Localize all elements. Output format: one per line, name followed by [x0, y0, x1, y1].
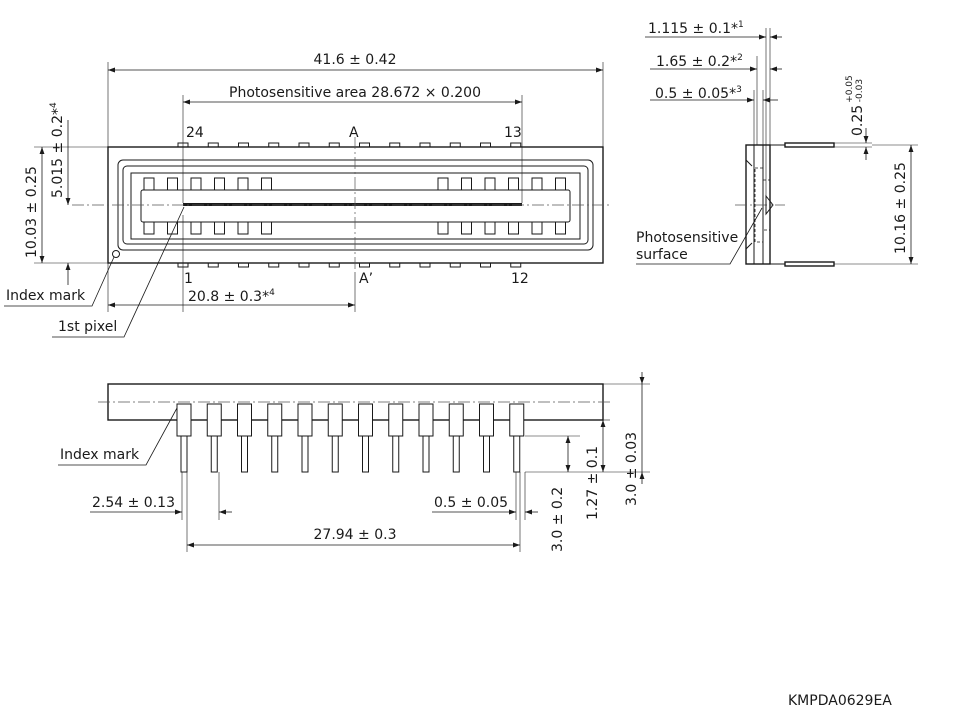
photosensitive-area-label: Photosensitive area 28.672 × 0.200: [229, 85, 481, 101]
bond-pad: [237, 177, 249, 191]
front-lead-shoulder: [237, 403, 252, 437]
bond-pad: [143, 221, 155, 235]
front-lead-pin: [241, 435, 248, 473]
front-lead-shoulder: [176, 403, 192, 437]
front-lead-pin: [271, 435, 279, 473]
bond-pad: [167, 177, 178, 191]
front-lead-pin: [331, 435, 339, 473]
overall-length-label: 41.6 ± 0.42: [314, 52, 397, 68]
bond-pad: [167, 221, 178, 235]
bond-pads: [143, 177, 566, 235]
index-mark-top-label: Index mark: [6, 288, 86, 304]
bond-pad: [484, 221, 496, 235]
bond-pad: [237, 221, 249, 235]
bond-pad: [508, 221, 519, 235]
bond-pad: [437, 221, 449, 235]
body-thickness-label: 3.0 ± 0.03: [624, 432, 640, 506]
pin-24-label: 24: [186, 125, 204, 141]
bond-pad: [555, 221, 566, 235]
top-lead: [784, 142, 835, 148]
bond-pad: [461, 177, 472, 191]
front-lead-shoulder: [448, 403, 464, 437]
front-lead-pin: [392, 435, 400, 473]
front-lead-shoulder: [267, 403, 283, 437]
pin-12-label: 12: [511, 271, 529, 287]
front-lead-pin: [513, 435, 521, 473]
front-lead-shoulder: [509, 403, 525, 437]
front-lead-pin: [210, 435, 218, 473]
chip-window: [130, 172, 581, 240]
front-lead-shoulder: [388, 403, 404, 437]
photosensitive-surface-label-1: Photosensitive: [636, 230, 738, 246]
first-pixel-label: 1st pixel: [58, 319, 117, 335]
bond-pad: [261, 221, 272, 235]
height-5015-label: 5.015 ± 0.2*4: [49, 102, 66, 198]
bond-pad: [214, 177, 225, 191]
front-view: 2.54 ± 0.13 0.5 ± 0.05 27.94 ± 0.3 3.0 ±…: [58, 372, 650, 552]
front-lead-pin: [362, 435, 369, 473]
index-mark-bottom-label: Index mark: [60, 447, 140, 463]
bond-pad: [508, 177, 519, 191]
side-05-label: 0.5 ± 0.05*3: [655, 85, 742, 102]
drawing-code: KMPDA0629EA: [788, 693, 892, 709]
front-lead-shoulder: [479, 403, 494, 437]
pin-span-label: 27.94 ± 0.3: [314, 527, 397, 543]
chip-die: [140, 189, 571, 223]
bottom-lead: [784, 261, 835, 267]
pin-pitch-label: 2.54 ± 0.13: [92, 495, 175, 511]
side-1115-label: 1.115 ± 0.1*1: [648, 20, 744, 37]
front-lead-pin: [180, 435, 188, 473]
bond-pad: [143, 177, 155, 191]
bond-pad: [461, 221, 472, 235]
first-pixel-offset-label: 20.8 ± 0.3*4: [188, 288, 275, 305]
section-a-prime-label: A’: [359, 271, 373, 287]
bond-pad: [190, 221, 202, 235]
lead-length-label: 3.0 ± 0.2: [550, 487, 566, 552]
front-lead-pin: [483, 435, 490, 473]
front-lead-pin: [422, 435, 430, 473]
front-lead-shoulder: [206, 403, 222, 437]
bond-pad: [261, 177, 272, 191]
photosensitive-surface-label-2: surface: [636, 247, 688, 263]
bond-pad: [190, 177, 202, 191]
pin-13-label: 13: [504, 125, 522, 141]
lead-thickness-label: 0.25+0.05-0.03: [845, 75, 866, 136]
lead-step-label: 1.27 ± 0.1: [585, 446, 601, 520]
side-window-notch: [745, 145, 753, 264]
photosensitive-surface-mark: [765, 194, 774, 216]
front-lead-shoulder: [327, 403, 343, 437]
front-leads: [176, 403, 525, 473]
top-view: 41.6 ± 0.42 Photosensitive area 28.672 ×…: [4, 52, 612, 338]
bond-pad: [437, 177, 449, 191]
bond-pad: [484, 177, 496, 191]
bond-pad: [531, 221, 543, 235]
side-165-label: 1.65 ± 0.2*2: [656, 53, 743, 70]
index-mark-circle: [112, 250, 120, 258]
bond-pad: [555, 177, 566, 191]
bond-pad: [214, 221, 225, 235]
side-height-label: 10.16 ± 0.25: [893, 162, 909, 254]
bond-pad: [531, 177, 543, 191]
height-1003-label: 10.03 ± 0.25: [24, 166, 40, 258]
section-a-label: A: [349, 125, 359, 141]
top-pin-stubs: [177, 142, 522, 148]
pin-width-label: 0.5 ± 0.05: [434, 495, 508, 511]
side-view: 1.115 ± 0.1*1 1.65 ± 0.2*2 0.5 ± 0.05*3 …: [636, 20, 918, 267]
front-lead-pin: [452, 435, 460, 473]
front-lead-shoulder: [297, 403, 313, 437]
photosensitive-area: [183, 203, 522, 206]
front-lead-pin: [301, 435, 309, 473]
pin-1-label: 1: [184, 271, 193, 287]
front-lead-shoulder: [358, 403, 373, 437]
front-lead-shoulder: [418, 403, 434, 437]
